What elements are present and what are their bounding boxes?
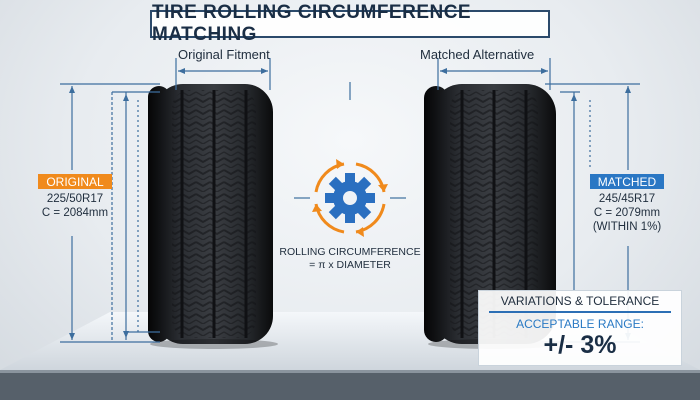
tolerance-value: +/- 3% <box>543 331 617 359</box>
center-axis-markers <box>294 82 406 199</box>
formula-line-1: ROLLING CIRCUMFERENCE <box>279 246 421 258</box>
original-dimension-lines <box>60 58 271 343</box>
matched-note: (WITHIN 1%) <box>592 221 662 233</box>
original-size: 225/50R17 <box>46 193 104 205</box>
matched-badge: MATCHED <box>590 174 664 189</box>
circumference-formula: ROLLING CIRCUMFERENCE = π x DIAMETER <box>272 246 428 272</box>
matched-spec: 245/45R17 C = 2079mm (WITHIN 1%) <box>582 192 672 234</box>
original-fitment-header: Original Fitment <box>178 47 270 62</box>
platform-edge <box>0 370 700 373</box>
original-spec: 225/50R17 C = 2084mm <box>30 192 120 220</box>
tolerance-title: VARIATIONS & TOLERANCE <box>500 294 660 308</box>
gear-with-cycle-arrows-icon <box>312 159 388 237</box>
display-platform-front <box>0 370 700 400</box>
matched-circumference: C = 2079mm <box>593 207 661 219</box>
original-badge: ORIGINAL <box>38 174 112 189</box>
matched-alternative-header: Matched Alternative <box>420 47 535 62</box>
matched-size: 245/45R17 <box>598 193 656 205</box>
tolerance-subtitle: ACCEPTABLE RANGE: <box>516 317 644 331</box>
tolerance-panel: VARIATIONS & TOLERANCE ACCEPTABLE RANGE:… <box>478 290 682 366</box>
tolerance-divider <box>489 311 671 313</box>
formula-line-2: = π x DIAMETER <box>309 259 391 271</box>
original-tire <box>148 84 278 349</box>
original-circumference: C = 2084mm <box>41 207 109 219</box>
page-title: TIRE ROLLING CIRCUMFERENCE MATCHING <box>150 2 550 45</box>
